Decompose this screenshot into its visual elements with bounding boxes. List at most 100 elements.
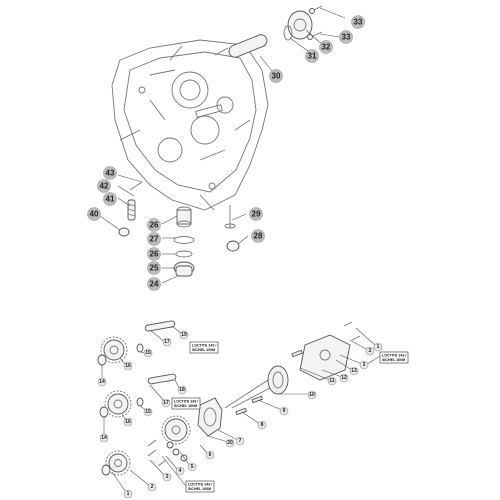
callout-12: 12 — [339, 373, 349, 383]
svg-text:15: 15 — [145, 350, 151, 356]
gear-middle — [104, 390, 132, 418]
callout-43: 43 — [103, 166, 117, 180]
svg-text:26: 26 — [150, 250, 159, 259]
callout-41: 41 — [103, 192, 117, 206]
svg-text:1: 1 — [127, 491, 130, 497]
svg-text:SICHEL 100M: SICHEL 100M — [188, 487, 211, 491]
callout-10: 10 — [307, 390, 317, 400]
svg-text:12: 12 — [341, 375, 347, 381]
note-loctite-2: LOCTITE 243 / SICHEL 100M — [171, 397, 201, 410]
svg-text:18: 18 — [179, 387, 185, 393]
svg-text:15: 15 — [145, 409, 151, 415]
svg-text:SICHEL 100M: SICHEL 100M — [174, 404, 197, 408]
svg-text:28: 28 — [254, 232, 263, 241]
callout-33b: 33 — [339, 30, 353, 44]
svg-text:27: 27 — [150, 235, 159, 244]
svg-text:17: 17 — [164, 339, 170, 345]
callout-14b: 14 — [99, 433, 109, 443]
svg-text:43: 43 — [106, 169, 115, 178]
svg-text:3: 3 — [166, 474, 169, 480]
callout-3b: 3 — [359, 360, 369, 370]
callout-42: 42 — [97, 179, 111, 193]
callout-29: 29 — [249, 207, 263, 221]
callout-20: 20 — [225, 438, 235, 448]
svg-text:8: 8 — [261, 422, 264, 428]
callout-24: 24 — [147, 277, 161, 291]
svg-text:11: 11 — [329, 378, 335, 384]
callout-18: 18 — [177, 385, 187, 395]
gear-lower — [105, 450, 131, 476]
callout-26a: 26 — [147, 218, 161, 232]
svg-text:29: 29 — [252, 210, 261, 219]
callout-6: 6 — [205, 450, 215, 460]
svg-text:LOCTITE 243 /: LOCTITE 243 / — [382, 354, 406, 358]
svg-text:2: 2 — [151, 484, 154, 490]
svg-text:42: 42 — [100, 182, 109, 191]
svg-text:3: 3 — [363, 362, 366, 368]
svg-text:9: 9 — [283, 408, 286, 414]
svg-text:40: 40 — [90, 210, 99, 219]
callout-16a: 16 — [123, 361, 133, 371]
callout-17a: 17 — [162, 337, 172, 347]
callout-9: 9 — [279, 406, 289, 416]
callout-13: 13 — [349, 366, 359, 376]
callout-26b: 26 — [147, 247, 161, 261]
svg-text:2: 2 — [369, 348, 372, 354]
svg-text:24: 24 — [150, 280, 159, 289]
svg-text:26: 26 — [150, 221, 159, 230]
svg-text:16: 16 — [125, 363, 131, 369]
svg-text:13: 13 — [351, 368, 357, 374]
svg-text:SICHEL 100M: SICHEL 100M — [382, 358, 405, 362]
callout-27: 27 — [147, 232, 161, 246]
svg-text:10: 10 — [309, 392, 315, 398]
callout-1b: 1 — [373, 342, 383, 352]
callout-15a: 15 — [143, 348, 153, 358]
callout-28: 28 — [251, 229, 265, 243]
svg-text:5: 5 — [191, 464, 194, 470]
svg-text:SICHEL 100M: SICHEL 100M — [192, 348, 215, 352]
callout-33a: 33 — [351, 15, 365, 29]
crankcase-drawing — [111, 39, 269, 211]
svg-text:41: 41 — [106, 195, 115, 204]
lower-leader-lines — [101, 325, 381, 493]
svg-text:33: 33 — [342, 33, 351, 42]
callout-31: 31 — [305, 49, 319, 63]
callout-11: 11 — [327, 376, 337, 386]
callout-15b: 15 — [143, 407, 153, 417]
callout-17b: 17 — [161, 398, 171, 408]
svg-text:31: 31 — [308, 52, 317, 61]
svg-text:25: 25 — [150, 264, 159, 273]
svg-text:19: 19 — [181, 332, 187, 338]
svg-text:1: 1 — [377, 344, 380, 350]
callout-19: 19 — [179, 330, 189, 340]
svg-text:32: 32 — [322, 43, 331, 52]
svg-text:LOCTITE 243 /: LOCTITE 243 / — [192, 344, 216, 348]
callout-5: 5 — [187, 462, 197, 472]
callout-32: 32 — [319, 40, 333, 54]
callout-14a: 14 — [97, 377, 107, 387]
callout-2a: 2 — [147, 482, 157, 492]
svg-text:14: 14 — [101, 435, 107, 441]
callout-40: 40 — [87, 207, 101, 221]
svg-text:6: 6 — [209, 452, 212, 458]
gear-pump — [161, 415, 191, 445]
callout-8: 8 — [257, 420, 267, 430]
upper-callouts: 33 33 32 31 30 43 42 41 40 26 27 26 25 2… — [87, 15, 365, 291]
callout-3a: 3 — [162, 472, 172, 482]
lower-parts-drawing — [97, 320, 361, 476]
svg-text:7: 7 — [239, 438, 242, 444]
adhesive-notes: LOCTITE 243 / SICHEL 100M LOCTITE 243 / … — [171, 341, 409, 493]
svg-text:14: 14 — [99, 379, 105, 385]
callout-4: 4 — [175, 466, 185, 476]
callout-2b: 2 — [365, 346, 375, 356]
callout-1a: 1 — [123, 489, 133, 499]
svg-text:4: 4 — [179, 468, 182, 474]
gear-upper — [100, 336, 128, 364]
svg-text:17: 17 — [163, 400, 169, 406]
callout-16b: 16 — [123, 417, 133, 427]
note-loctite-4: LOCTITE 243 / SICHEL 100M — [379, 351, 409, 364]
svg-text:16: 16 — [125, 419, 131, 425]
callout-7: 7 — [235, 436, 245, 446]
upper-parts-drawing — [118, 5, 323, 277]
